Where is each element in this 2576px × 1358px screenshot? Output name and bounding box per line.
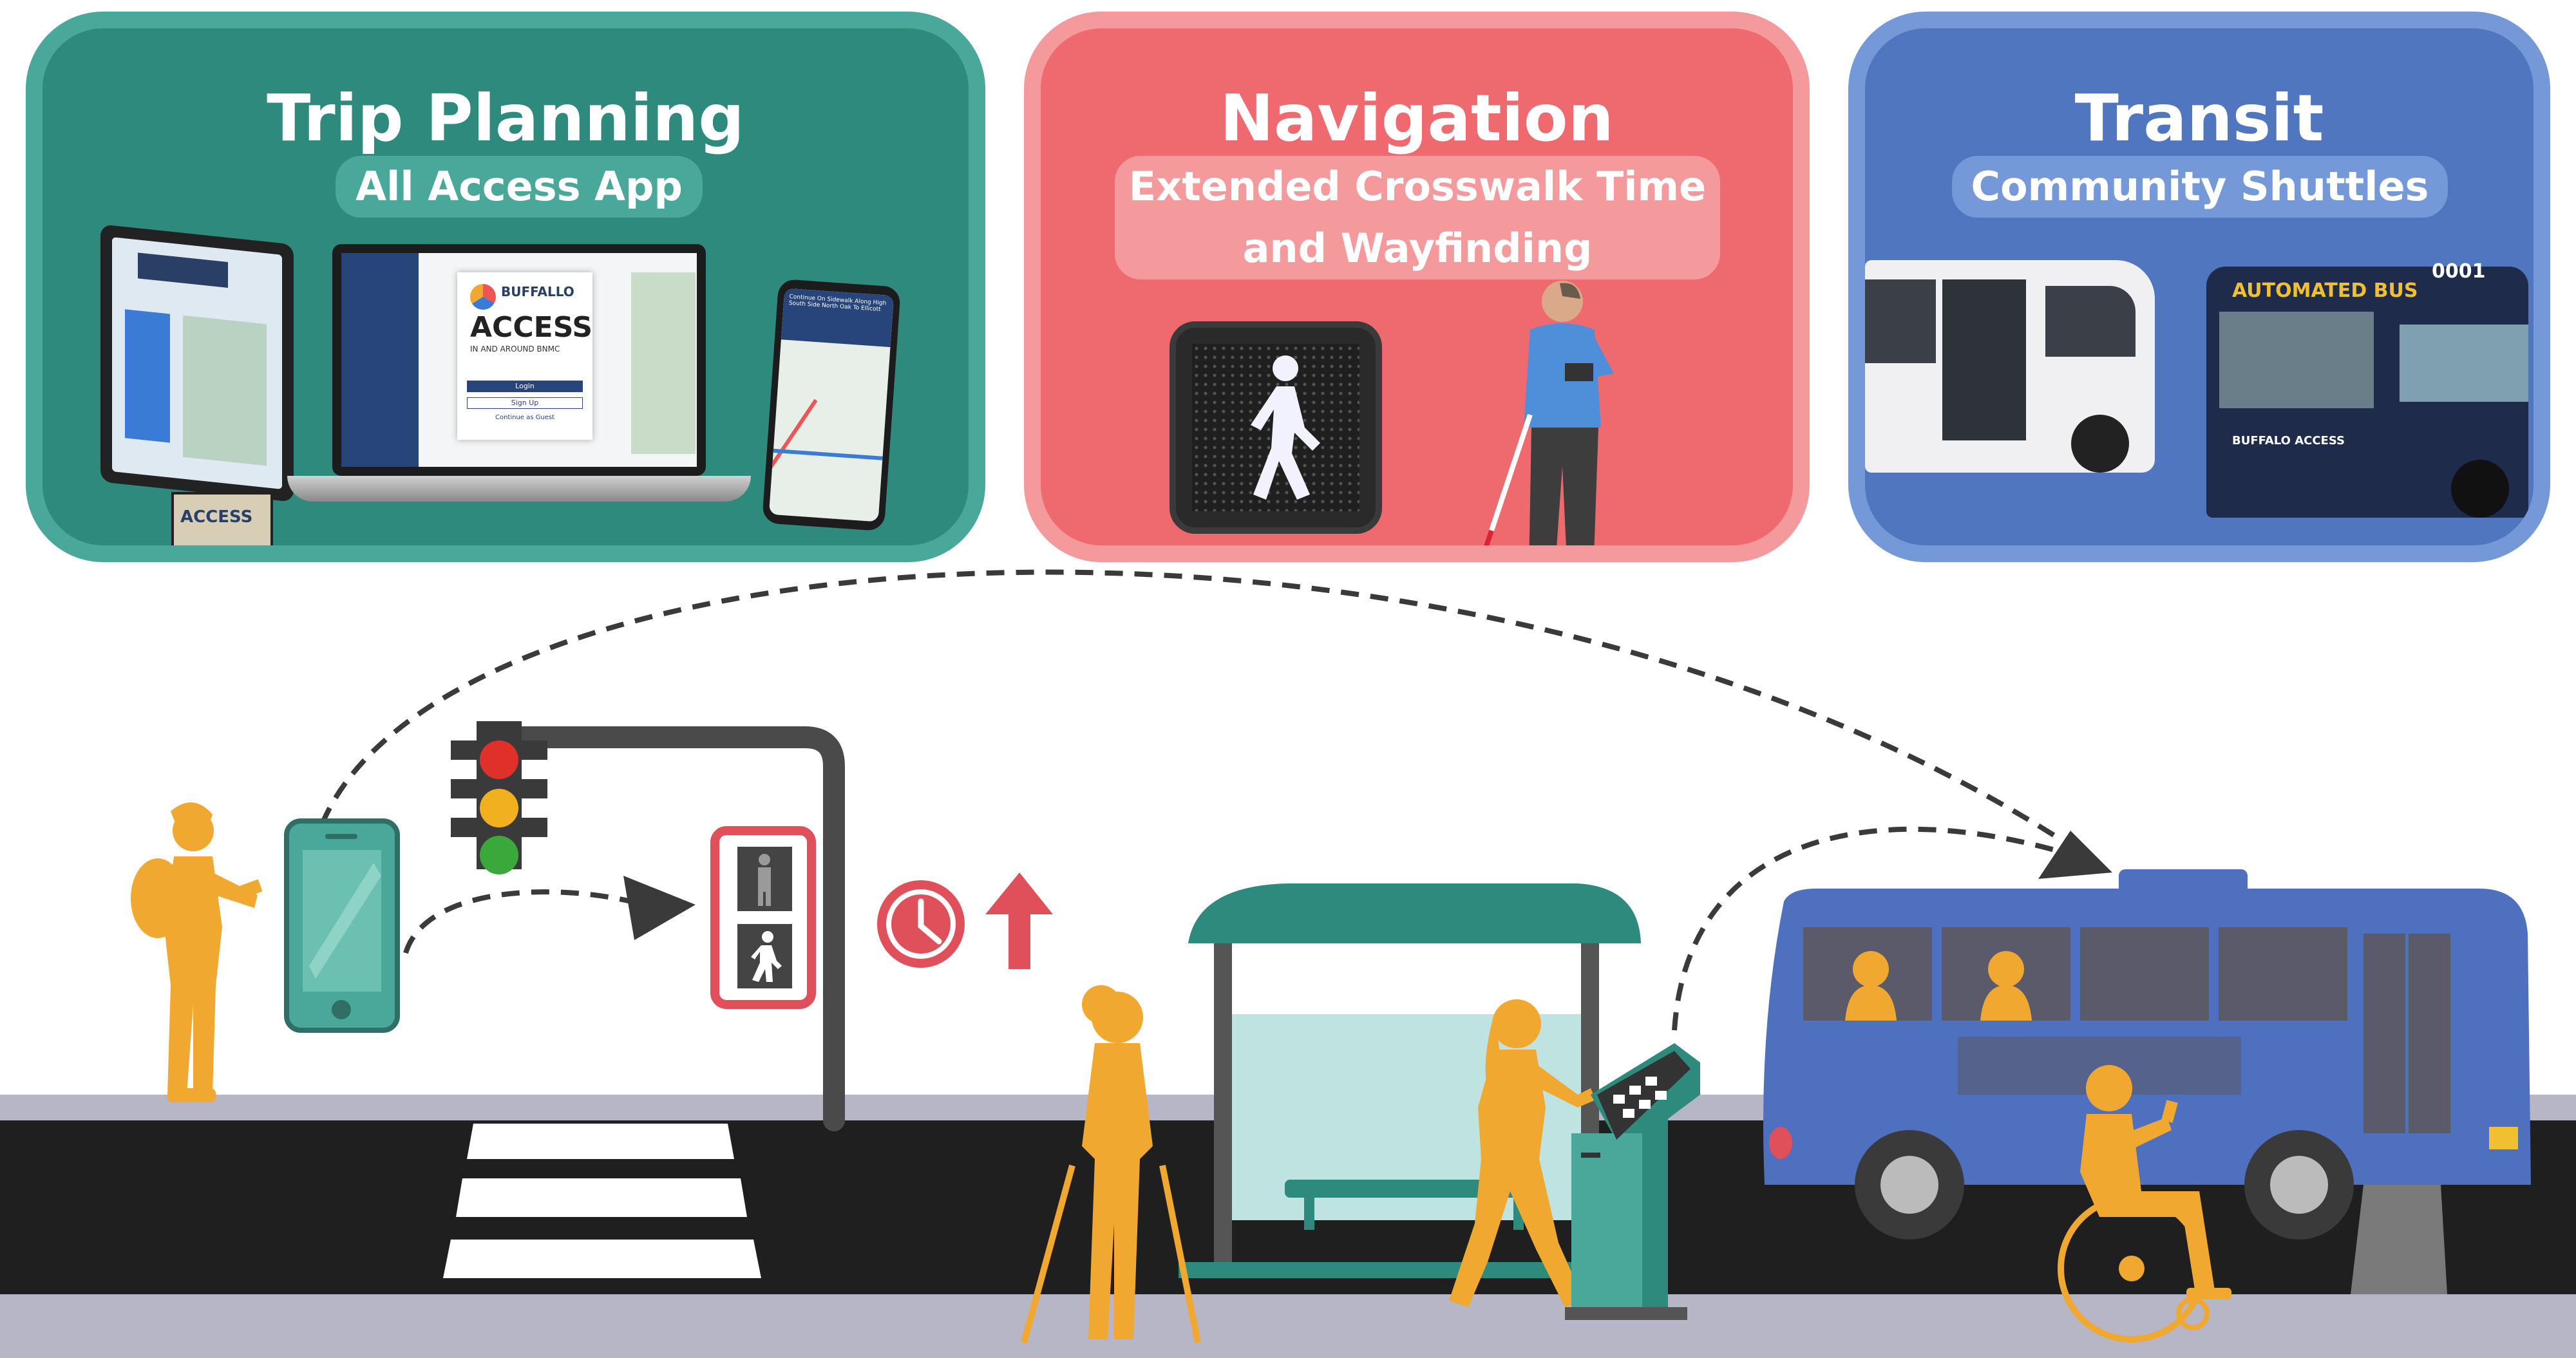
traffic-light (451, 721, 547, 874)
transit-panel: Transit Community Shuttles AUTOMATED BUS… (1848, 12, 2550, 562)
trip-planning-subtitle: All Access App (336, 156, 703, 218)
bus-sign: AUTOMATED BUS (2232, 279, 2418, 302)
navigation-title: Navigation (1220, 80, 1614, 156)
green-light (480, 836, 518, 874)
navigation-subtitle-line2: and Wayfinding (1242, 225, 1593, 272)
walking-person-icon (1251, 355, 1320, 500)
ticket-kiosk (1565, 1043, 1700, 1320)
sidewalk-front (0, 1294, 2576, 1358)
shuttle-van (1865, 260, 2155, 473)
automated-bus: AUTOMATED BUS 0001 BUFFALO ACCESS (2206, 260, 2528, 518)
long-arc-arrow (319, 569, 2088, 859)
login-button[interactable]: Login (467, 381, 583, 392)
bus-number: 0001 (2432, 260, 2486, 283)
laptop-base (287, 476, 751, 502)
pedestrian-signal-box (1170, 321, 1382, 534)
laptop: BUFFALLO ACCESS IN AND AROUND BNMC Login… (332, 244, 706, 476)
arrow-head-signal (623, 876, 696, 940)
kiosk-brand: ACCESS (180, 507, 253, 527)
yellow-light (480, 789, 518, 827)
guest-link[interactable]: Continue as Guest (495, 414, 555, 421)
person-in-wheelchair (2058, 1065, 2231, 1343)
navigation-subtitle: Extended Crosswalk Time and Wayfinding (1115, 156, 1720, 279)
bus-livery: BUFFALO ACCESS (2232, 434, 2345, 448)
scene-pedestrian-signal (710, 826, 816, 1009)
trip-planning-title: Trip Planning (267, 80, 744, 156)
transit-title: Transit (2074, 80, 2324, 156)
arrow-head-bus (2038, 831, 2112, 879)
person-with-phone (131, 802, 263, 1102)
crosswalk (443, 1124, 761, 1278)
standing-person-icon (758, 854, 771, 906)
person-at-kiosk (1449, 999, 1596, 1307)
increase-arrow-icon (985, 872, 1053, 969)
man-with-cane (1484, 281, 1614, 545)
transit-subtitle: Community Shuttles (1952, 156, 2448, 218)
walking-signal-icon (751, 931, 782, 982)
person-with-crutches (1021, 985, 1201, 1344)
navigation-subtitle-line1: Extended Crosswalk Time (1128, 163, 1707, 210)
app-brand-line2: ACCESS (470, 311, 593, 344)
login-card: BUFFALLO ACCESS IN AND AROUND BNMC Login… (457, 272, 592, 440)
kiosk-to-bus-arrow (1672, 826, 2056, 1031)
traffic-pole (478, 726, 845, 1131)
trip-planning-panel: Trip Planning All Access App ACCESS BUFF… (26, 12, 985, 562)
bus-wheel-front (1855, 1130, 1964, 1240)
clock-icon (877, 880, 965, 968)
red-light (480, 740, 518, 779)
bus-wheel-rear (2244, 1130, 2354, 1240)
app-brand-line1: BUFFALLO (501, 284, 574, 299)
kiosk-stand: ACCESS (171, 492, 273, 545)
navigation-panel: Navigation Extended Crosswalk Time and W… (1024, 12, 1810, 562)
city-bus (1763, 869, 2531, 1294)
signup-button[interactable]: Sign Up (467, 397, 583, 409)
app-logo-icon (470, 284, 496, 310)
scene-phone (284, 818, 400, 1033)
bus-ramp (2351, 1185, 2447, 1294)
phone-to-signal-arrow (403, 889, 632, 954)
app-tagline: IN AND AROUND BNMC (470, 344, 560, 354)
